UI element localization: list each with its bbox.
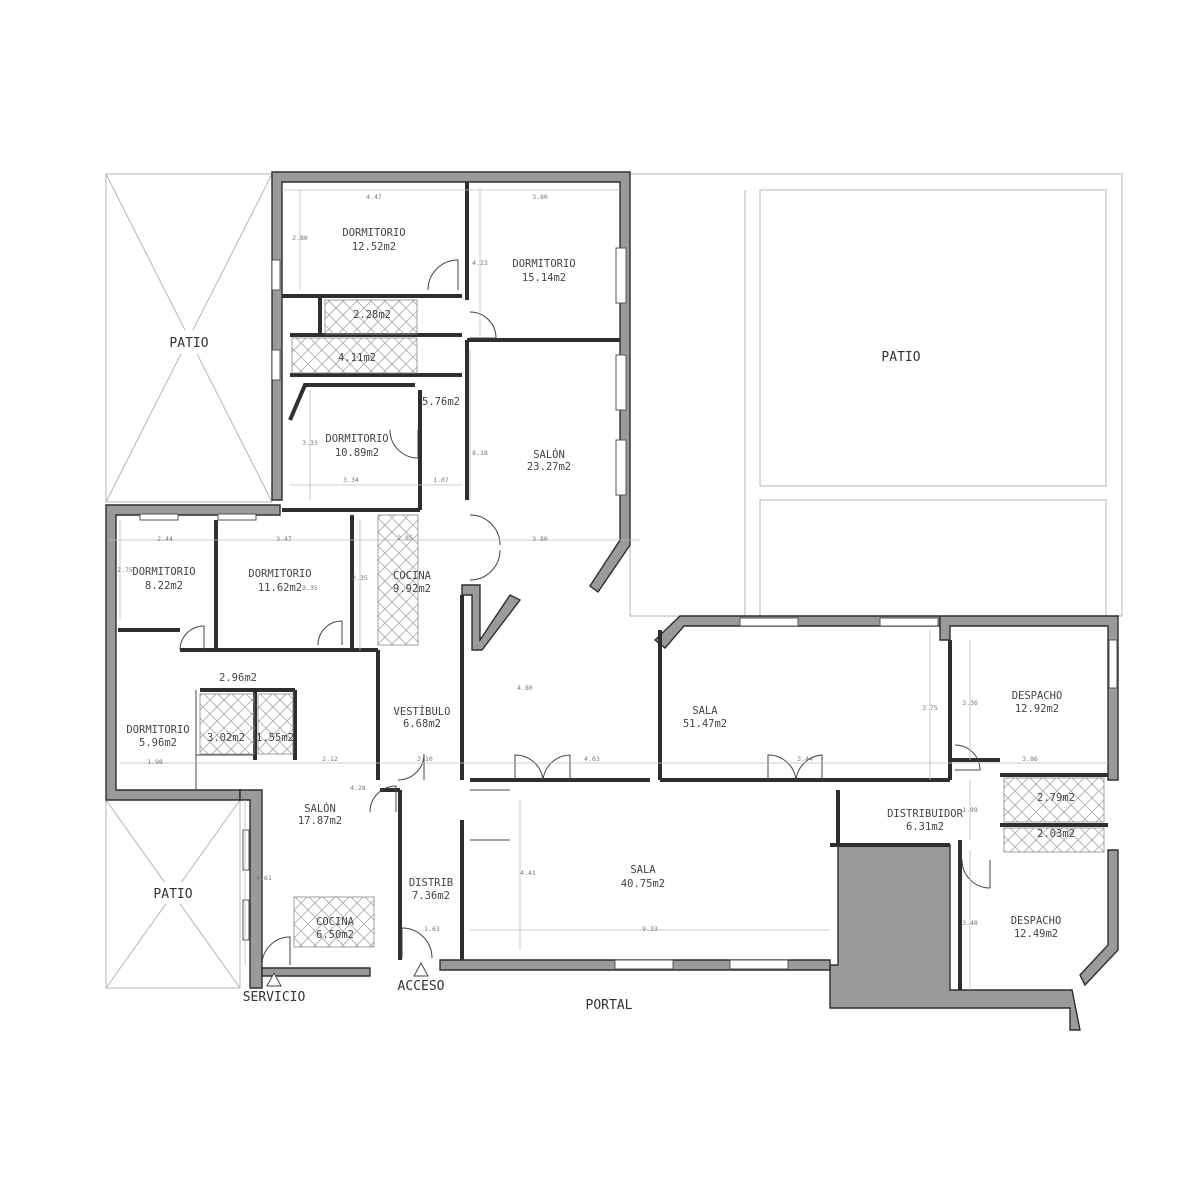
- room-distrib-name: DISTRIB: [409, 877, 453, 889]
- room-dormitorio-name: DORMITORIO: [132, 566, 195, 578]
- interior-walls: [118, 182, 1108, 990]
- patio-right: [629, 173, 1123, 617]
- room-salon-area: 23.27m2: [527, 461, 571, 473]
- room-dormitorio-area: 12.52m2: [352, 241, 396, 253]
- patio-label: PATIO: [169, 336, 208, 351]
- patio-label: PATIO: [153, 887, 192, 902]
- dim-label: 3.34: [343, 476, 359, 484]
- dim-label: 3.36: [962, 699, 978, 707]
- room-despacho-name: DESPACHO: [1012, 690, 1063, 702]
- room-cocina-name: COCINA: [316, 916, 355, 928]
- dim-label: 3.44: [797, 755, 813, 763]
- servicio-entrance-icon: [266, 971, 282, 987]
- dim-label: 4.47: [366, 193, 382, 201]
- dim-label: 2.80: [292, 234, 308, 242]
- dim-label: 1.63: [424, 925, 440, 933]
- dim-label: 3.33: [302, 439, 318, 447]
- room-dormitorio-name: DORMITORIO: [248, 568, 311, 580]
- dim-label: 3.86: [1022, 755, 1038, 763]
- dim-label: 3.75: [922, 704, 938, 712]
- room-dormitorio-area: 5.96m2: [139, 737, 177, 749]
- room-dormitorio-name: DORMITORIO: [342, 227, 405, 239]
- dimension-lines: [110, 189, 1108, 990]
- dim-label: 2.10: [417, 755, 433, 763]
- dim-label: 2.44: [157, 535, 173, 543]
- dim-label: 3.48: [962, 919, 978, 927]
- tiled-areas: [199, 299, 1105, 948]
- dim-label: 8.18: [472, 449, 488, 457]
- windows: [139, 247, 1118, 970]
- room-despacho-area: 12.92m2: [1015, 703, 1059, 715]
- portal-label: PORTAL: [586, 998, 633, 1013]
- acceso-label: ACCESO: [398, 979, 445, 994]
- room-labels: DORMITORIO 12.52m2 DORMITORIO 15.14m2 2.…: [126, 227, 1075, 941]
- dim-label: 3.80: [532, 193, 548, 201]
- room-bath-area: 1.55m2: [256, 732, 294, 744]
- dimension-labels: 4.47 3.80 2.80 4.23 3.34 1.07 3.33 8.18 …: [117, 193, 1038, 933]
- dim-label: 2.85: [397, 534, 413, 542]
- room-bath-area: 2.03m2: [1037, 828, 1075, 840]
- room-hall-area: 2.96m2: [219, 672, 257, 684]
- room-dormitorio-area: 10.89m2: [335, 447, 379, 459]
- dim-label: 1.99: [962, 806, 978, 814]
- room-distribuidor-name: DISTRIBUIDOR: [887, 808, 964, 820]
- servicio-label: SERVICIO: [243, 990, 306, 1005]
- room-salon-area: 17.87m2: [298, 815, 342, 827]
- room-bath-area: 4.11m2: [338, 352, 376, 364]
- acceso-entrance-icon: [413, 961, 429, 977]
- dim-label: 2.12: [322, 755, 338, 763]
- room-dormitorio-area: 8.22m2: [145, 580, 183, 592]
- room-salon-name: SALÓN: [533, 448, 565, 461]
- dim-label: 2.75: [117, 566, 133, 574]
- room-bath-area: 3.02m2: [207, 732, 245, 744]
- dim-label: 1.07: [433, 476, 449, 484]
- room-vestibulo-name: VESTÍBULO: [394, 705, 451, 718]
- dim-label: 3.35: [302, 584, 318, 592]
- room-bath-area: 2.79m2: [1037, 792, 1075, 804]
- patio-left-bottom: [105, 799, 241, 989]
- dim-label: 2.35: [352, 574, 368, 582]
- dim-label: 9.33: [642, 925, 658, 933]
- room-hall-area: 5.76m2: [422, 396, 460, 408]
- room-cocina-area: 9.92m2: [393, 583, 431, 595]
- room-cocina-name: COCINA: [393, 570, 432, 582]
- dim-label: 4.23: [472, 259, 488, 267]
- room-distribuidor-area: 6.31m2: [906, 821, 944, 833]
- room-sala-area: 40.75m2: [621, 878, 665, 890]
- dim-label: 4.28: [350, 784, 366, 792]
- room-distrib-area: 7.36m2: [412, 890, 450, 902]
- doors: [179, 259, 991, 966]
- exterior-walls: [105, 171, 1119, 989]
- room-dormitorio-name: DORMITORIO: [512, 258, 575, 270]
- dim-label: 4.80: [517, 684, 533, 692]
- room-despacho-name: DESPACHO: [1011, 915, 1062, 927]
- room-bath-area: 2.28m2: [353, 309, 391, 321]
- room-sala-name: SALA: [630, 864, 656, 876]
- room-cocina-area: 6.50m2: [316, 929, 354, 941]
- solid-block: [829, 844, 1081, 1031]
- outside-labels: PATIO PATIO PATIO SERVICIO ACCESO PORTAL: [153, 336, 920, 1013]
- room-sala-area: 51.47m2: [683, 718, 727, 730]
- patio-label: PATIO: [881, 350, 920, 365]
- dim-label: 4.41: [520, 869, 536, 877]
- room-dormitorio-name: DORMITORIO: [126, 724, 189, 736]
- room-dormitorio-area: 15.14m2: [522, 272, 566, 284]
- room-dormitorio-area: 11.62m2: [258, 582, 302, 594]
- dim-label: 3.47: [276, 535, 292, 543]
- patio-left-top: [105, 173, 273, 503]
- dim-label: 4.61: [256, 874, 272, 882]
- dim-label: 3.80: [532, 535, 548, 543]
- room-dormitorio-name: DORMITORIO: [325, 433, 388, 445]
- room-sala-name: SALA: [692, 705, 718, 717]
- dim-label: 1.98: [147, 758, 163, 766]
- room-despacho-area: 12.49m2: [1014, 928, 1058, 940]
- room-salon-name: SALÓN: [304, 802, 336, 815]
- dim-label: 4.63: [584, 755, 600, 763]
- room-vestibulo-area: 6.68m2: [403, 718, 441, 730]
